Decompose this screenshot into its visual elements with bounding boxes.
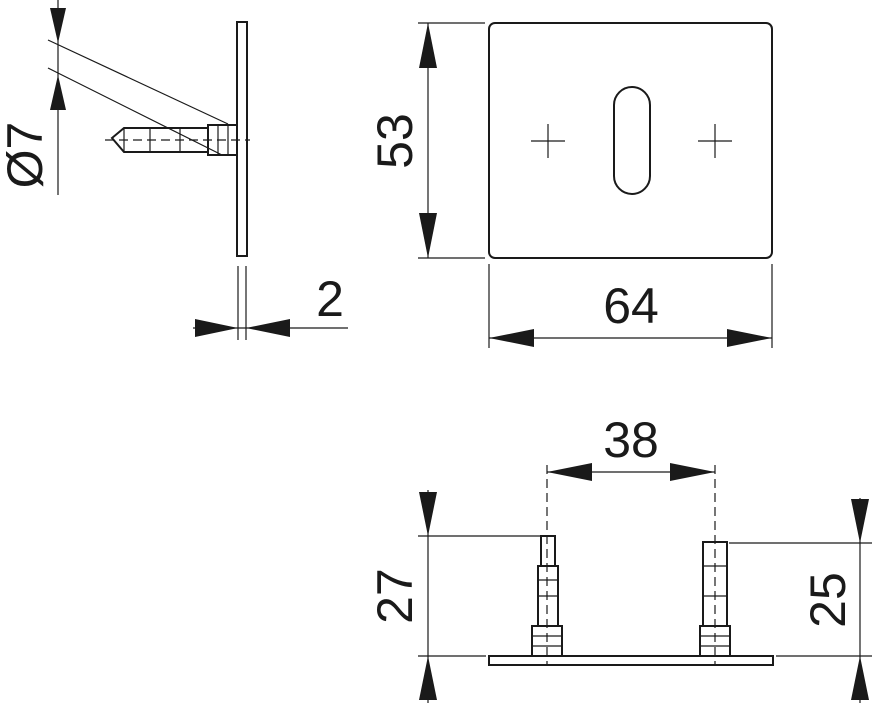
thickness-label: 2 <box>316 271 344 327</box>
right-height-label: 25 <box>800 572 856 628</box>
left-height-arrow-top <box>419 492 437 536</box>
side-pin <box>105 124 250 156</box>
width-label: 64 <box>603 278 659 334</box>
front-plate <box>488 22 773 259</box>
bottom-pin-left <box>531 535 563 657</box>
front-view: 53 64 <box>367 22 773 348</box>
height-arrow-top <box>419 23 437 68</box>
bottom-view: 38 27 25 <box>367 412 872 703</box>
screw-mark-right <box>698 124 732 158</box>
spacing-arrow-right <box>670 463 715 481</box>
left-height-arrow-bottom <box>419 656 437 700</box>
diameter-label: Ø7 <box>0 122 53 189</box>
bottom-plate <box>488 655 774 666</box>
right-height-arrow-bottom <box>851 656 869 700</box>
diameter-arrow-bottom <box>50 75 66 110</box>
spacing-label: 38 <box>603 412 659 468</box>
height-arrow-bottom <box>419 213 437 258</box>
right-height-arrow-top <box>851 499 869 543</box>
thickness-arrow-left <box>195 319 238 337</box>
width-arrow-right <box>727 329 772 347</box>
diameter-leader-upper <box>47 39 229 125</box>
screw-mark-left <box>531 124 565 158</box>
side-view: Ø7 2 <box>0 0 348 340</box>
thickness-arrow-right <box>246 319 290 337</box>
left-height-label: 27 <box>367 568 423 624</box>
diameter-arrow-top <box>50 8 66 43</box>
key-slot <box>613 86 651 195</box>
height-label: 53 <box>367 113 423 169</box>
width-arrow-left <box>489 329 534 347</box>
spacing-arrow-left <box>547 463 592 481</box>
side-plate <box>236 21 248 257</box>
diameter-leader-lower <box>47 67 223 156</box>
